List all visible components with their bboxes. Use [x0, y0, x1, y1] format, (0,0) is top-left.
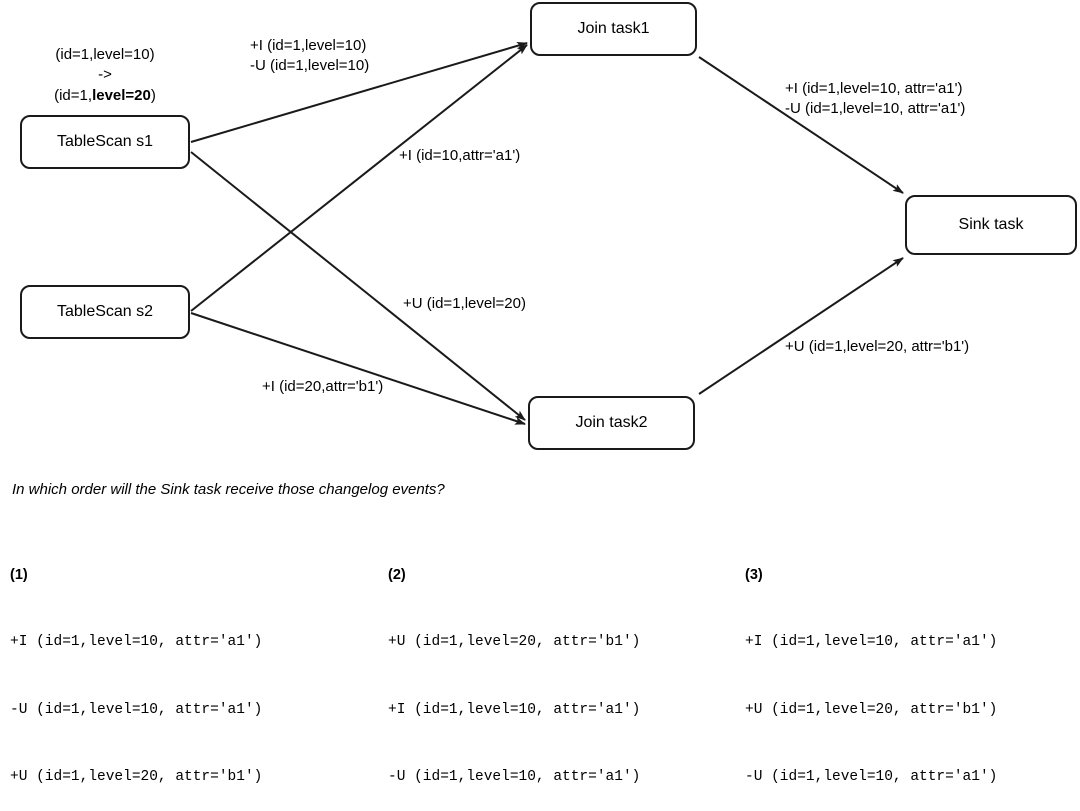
answer-option-1-line-3: +U (id=1,level=20, attr='b1') — [10, 769, 263, 786]
edge-label-s2-to-join1: +I (id=10,attr='a1') — [399, 147, 521, 164]
edge-label-join1-to-sink: +I (id=1,level=10, attr='a1') -U (id=1,l… — [785, 79, 965, 120]
note-arrow-line: -> — [98, 66, 112, 84]
answer-option-2[interactable]: (2) +U (id=1,level=20, attr='b1') +I (id… — [388, 519, 640, 811]
answer-option-3[interactable]: (3) +I (id=1,level=10, attr='a1') +U (id… — [745, 519, 997, 811]
note-line-before: (id=1,level=10) — [55, 46, 155, 63]
answer-option-3-line-1: +I (id=1,level=10, attr='a1') — [745, 634, 998, 651]
edge-label-line-2: -U (id=1,level=10) — [250, 57, 370, 75]
node-label: TableScan s1 — [56, 133, 154, 150]
question-text: In which order will the Sink task receiv… — [12, 481, 445, 498]
answer-option-1-line-2: -U (id=1,level=10, attr='a1') — [10, 701, 263, 718]
answer-option-2-line-3: -U (id=1,level=10, attr='a1') — [388, 769, 641, 786]
node-tablescan-s2[interactable]: TableScan s2 — [20, 285, 190, 339]
node-join-task1[interactable]: Join task1 — [530, 2, 697, 56]
edge-label-line-2: -U (id=1,level=10, attr='a1') — [785, 100, 966, 118]
node-sink-task[interactable]: Sink task — [905, 195, 1077, 255]
note-after-bold: level=20 — [92, 86, 151, 104]
edge-label-line-1: +I (id=1,level=10, attr='a1') — [785, 80, 963, 97]
note-after-suffix: ) — [150, 86, 156, 104]
answer-option-1[interactable]: (1) +I (id=1,level=10, attr='a1') -U (id… — [10, 519, 262, 811]
edge-label-join2-to-sink: +U (id=1,level=20, attr='b1') — [785, 338, 970, 355]
edge-label-line-1: +I (id=1,level=10) — [250, 37, 367, 54]
node-label: Join task1 — [577, 20, 650, 37]
note-line-after: (id=1,level=20) — [15, 86, 195, 106]
answer-option-1-line-1: +I (id=1,level=10, attr='a1') — [10, 634, 263, 651]
answer-option-3-line-3: -U (id=1,level=10, attr='a1') — [745, 769, 998, 786]
answer-option-2-head: (2) — [388, 566, 406, 583]
edge-label-s1-to-join1: +I (id=1,level=10) -U (id=1,level=10) — [250, 36, 369, 77]
diagram-edges — [190, 41, 904, 425]
answer-option-3-head: (3) — [745, 566, 763, 583]
source-update-note: (id=1,level=10) -> (id=1,level=20) — [15, 45, 195, 106]
answer-option-2-line-1: +U (id=1,level=20, attr='b1') — [388, 634, 641, 651]
node-join-task2[interactable]: Join task2 — [528, 396, 695, 450]
answer-option-3-line-2: +U (id=1,level=20, attr='b1') — [745, 701, 998, 718]
node-tablescan-s1[interactable]: TableScan s1 — [20, 115, 190, 169]
edge-label-s2-to-join2: +I (id=20,attr='b1') — [262, 378, 384, 395]
edge-join2-to-sink — [698, 257, 904, 395]
note-after-prefix: (id=1, — [54, 86, 93, 104]
edge-s1-to-join1 — [190, 41, 528, 143]
edge-s2-to-join2 — [190, 312, 526, 425]
answer-option-1-head: (1) — [10, 566, 28, 583]
edge-s2-to-join1 — [190, 44, 528, 312]
node-label: TableScan s2 — [56, 303, 154, 320]
node-label: Join task2 — [575, 414, 648, 431]
edge-join1-to-sink — [698, 56, 904, 194]
edge-label-s1-to-join2: +U (id=1,level=20) — [403, 295, 526, 312]
pipeline-diagram: TableScan s1 TableScan s2 Join task1 Joi… — [15, 2, 1077, 450]
edge-s1-to-join2 — [190, 151, 526, 421]
answer-option-2-line-2: +I (id=1,level=10, attr='a1') — [388, 701, 641, 718]
node-label: Sink task — [958, 216, 1024, 233]
